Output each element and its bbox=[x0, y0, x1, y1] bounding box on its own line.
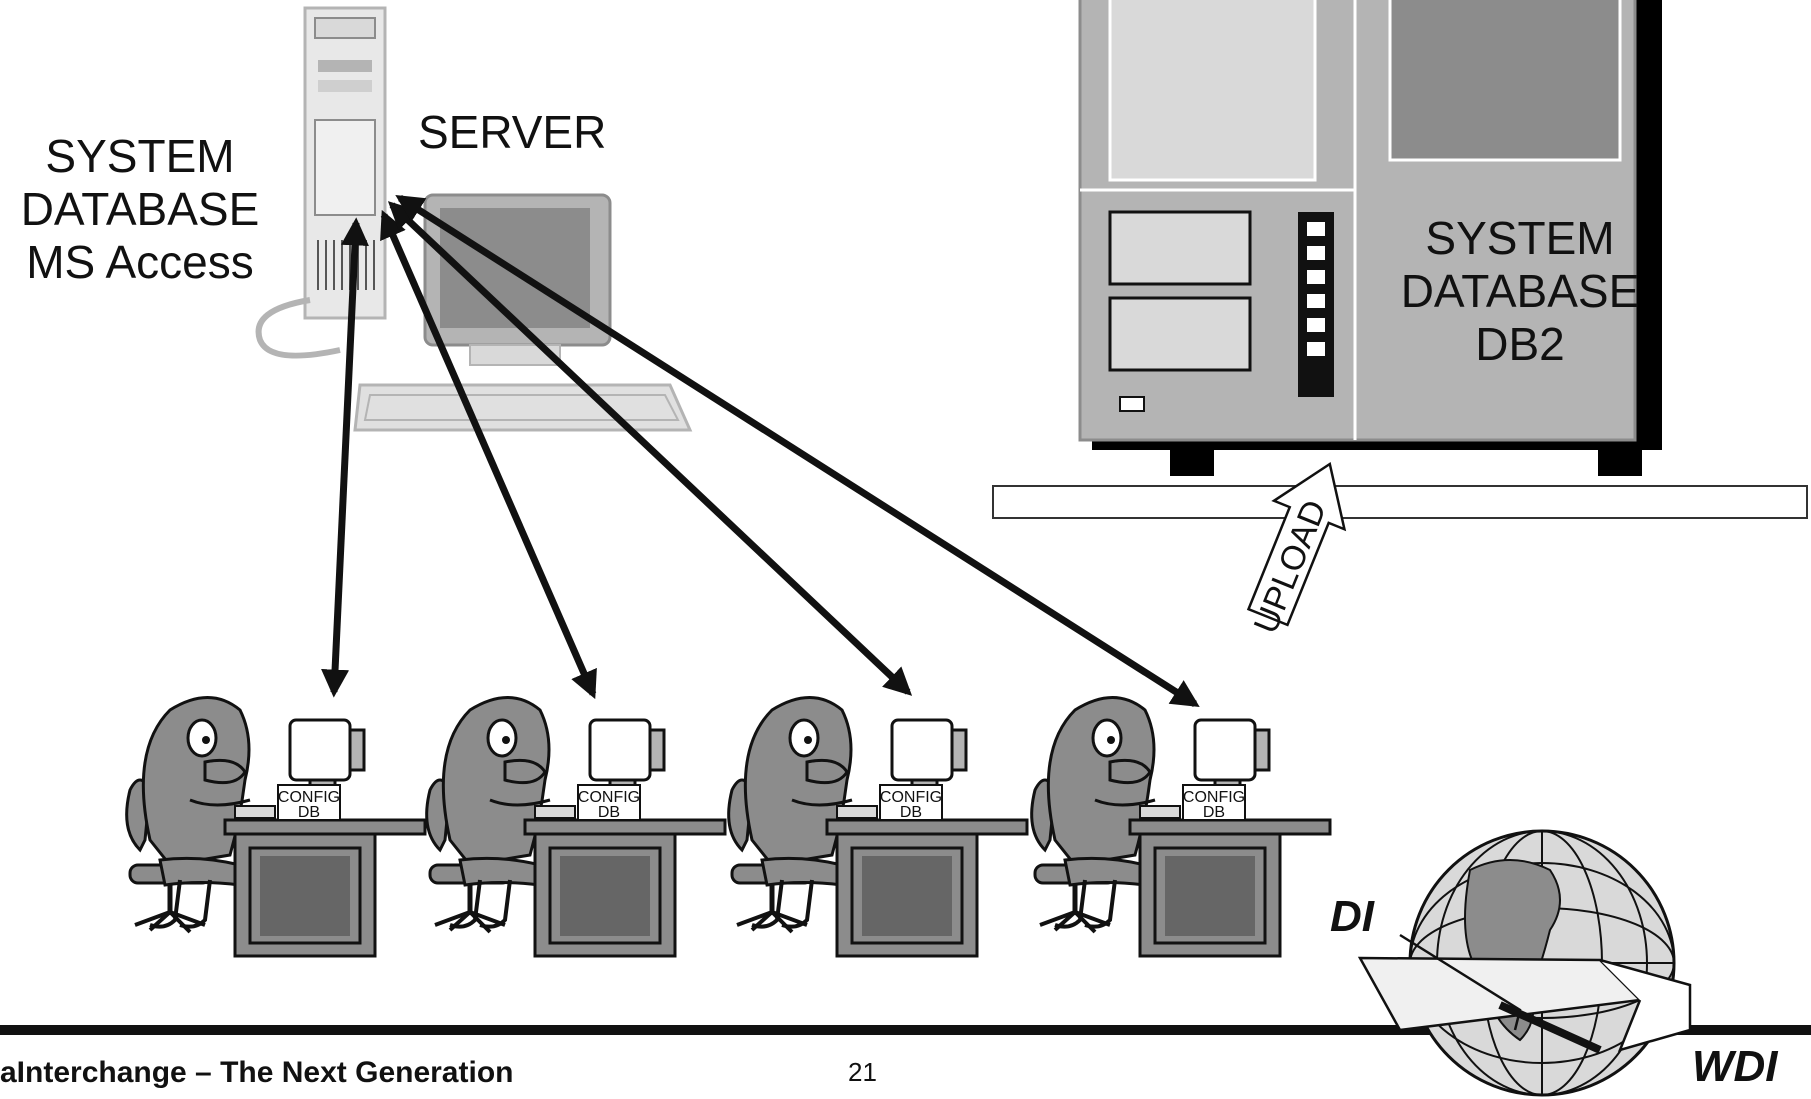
server-label: SERVER bbox=[418, 106, 607, 158]
logo-di-text: DI bbox=[1330, 892, 1374, 941]
arrow-server-ws1 bbox=[321, 217, 369, 698]
connection-arrows bbox=[321, 194, 1200, 708]
system-database-access-label: SYSTEM DATABASE MS Access bbox=[20, 130, 260, 288]
config-db-label-line2: DB bbox=[1203, 804, 1225, 821]
globe-logo-icon bbox=[1357, 829, 1692, 1097]
server-tower-icon bbox=[255, 6, 387, 359]
config-db-label-line2: DB bbox=[298, 804, 320, 821]
system-database-db2-label: SYSTEM DATABASE DB2 bbox=[1400, 212, 1640, 370]
arrow-server-ws4 bbox=[395, 194, 1200, 708]
config-db-label-line2: DB bbox=[598, 804, 620, 821]
config-db-label-line1: CONFIG bbox=[278, 789, 340, 806]
config-db-label-line1: CONFIG bbox=[578, 789, 640, 806]
workstation-3: CONFIG DB bbox=[729, 698, 1027, 957]
page-number: 21 bbox=[848, 1057, 877, 1087]
upload-arrow-icon: UPLOAD bbox=[1247, 461, 1347, 639]
server-monitor-icon bbox=[353, 193, 693, 432]
config-db-label-line2: DB bbox=[900, 804, 922, 821]
footer-title: aInterchange – The Next Generation bbox=[0, 1056, 514, 1089]
workstation-1: CONFIG DB bbox=[127, 698, 425, 957]
logo-wdi-text: WDI bbox=[1692, 1042, 1778, 1091]
config-db-label-line1: CONFIG bbox=[880, 789, 942, 806]
mainframe-platform bbox=[992, 485, 1808, 519]
footer-divider bbox=[0, 1025, 1811, 1035]
workstation-4: CONFIG DB bbox=[1032, 698, 1330, 957]
workstation-2: CONFIG DB bbox=[427, 698, 725, 957]
config-db-label-line1: CONFIG bbox=[1183, 789, 1245, 806]
arrow-server-ws3 bbox=[387, 201, 913, 696]
